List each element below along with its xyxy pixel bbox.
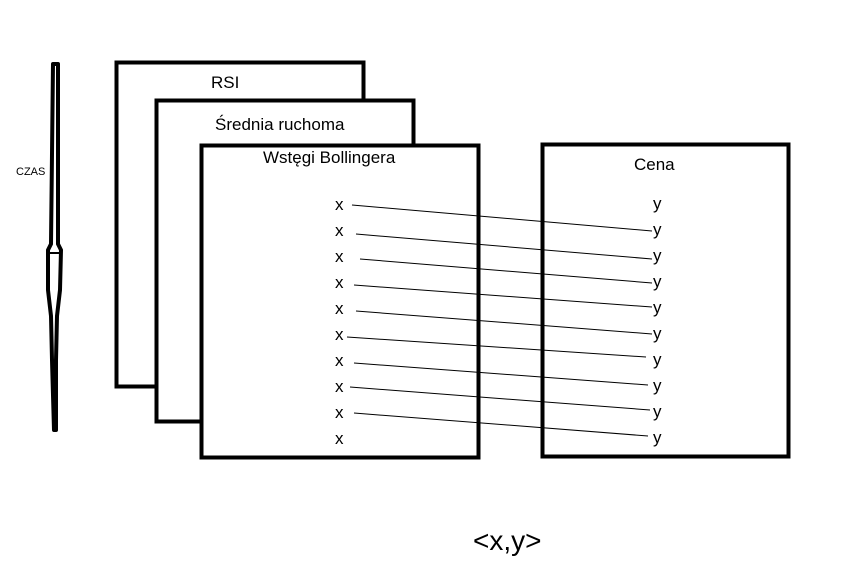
x-marker: x xyxy=(335,299,344,318)
x-marker: x xyxy=(335,221,344,240)
y-marker: y xyxy=(653,298,662,317)
y-marker: y xyxy=(653,376,662,395)
indicator-panel-bollinger-bands: Wstęgi Bollingera xyxy=(199,143,481,460)
y-marker: y xyxy=(653,272,662,291)
input-markers: x x x x x x x x x x xyxy=(335,195,344,448)
x-marker: x xyxy=(335,273,344,292)
x-marker: x xyxy=(335,247,344,266)
connector-line xyxy=(359,258,653,284)
y-marker: y xyxy=(653,350,662,369)
panel-frame xyxy=(540,142,791,459)
x-marker: x xyxy=(335,429,344,448)
price-markers: y y y y y y y y y y xyxy=(653,194,662,447)
x-marker: x xyxy=(335,403,344,422)
time-axis: CZAS xyxy=(16,62,63,432)
connector-line xyxy=(353,412,649,437)
panel-title: Średnia ruchoma xyxy=(215,115,345,134)
x-marker: x xyxy=(335,351,344,370)
connector-line xyxy=(355,233,653,260)
connector-lines xyxy=(346,204,653,437)
time-axis-arrow xyxy=(46,62,63,432)
panel-title: Cena xyxy=(634,155,675,174)
y-marker: y xyxy=(653,246,662,265)
x-marker: x xyxy=(335,325,344,344)
pair-caption: <x,y> xyxy=(473,525,541,556)
connector-line xyxy=(355,310,653,335)
panel-frame xyxy=(199,143,481,460)
y-marker: y xyxy=(653,324,662,343)
y-marker: y xyxy=(653,428,662,447)
time-axis-label: CZAS xyxy=(16,166,45,178)
x-marker: x xyxy=(335,195,344,214)
connector-line xyxy=(353,284,653,308)
x-marker: x xyxy=(335,377,344,396)
panel-title: RSI xyxy=(211,73,239,92)
price-panel: Cena xyxy=(540,142,791,459)
y-marker: y xyxy=(653,220,662,239)
connector-line xyxy=(351,204,653,232)
connector-line xyxy=(353,362,649,386)
y-marker: y xyxy=(653,402,662,421)
y-marker: y xyxy=(653,194,662,213)
connector-line xyxy=(346,336,647,358)
panel-title: Wstęgi Bollingera xyxy=(263,148,396,167)
connector-line xyxy=(349,386,651,411)
